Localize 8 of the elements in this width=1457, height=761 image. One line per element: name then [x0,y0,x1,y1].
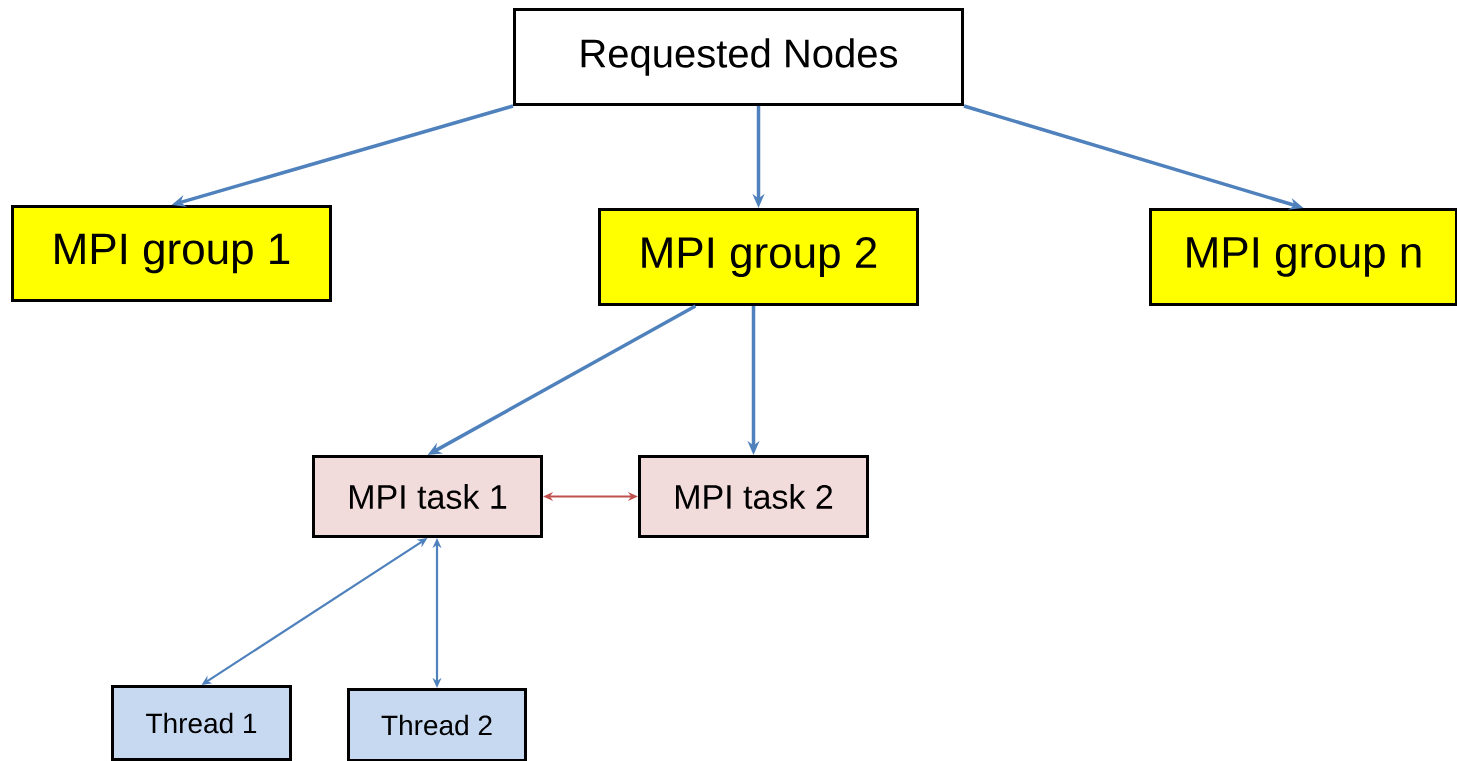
thread-box: Thread 1 [111,685,292,761]
group-box: MPI group n [1149,208,1457,306]
group-box: MPI group 2 [598,208,919,306]
thread-box: Thread 2 [347,688,527,761]
group-box: MPI group 1 [11,205,332,302]
task-box: MPI task 2 [638,455,869,538]
header-box: Requested Nodes [513,8,964,106]
task-box: MPI task 1 [312,455,543,538]
